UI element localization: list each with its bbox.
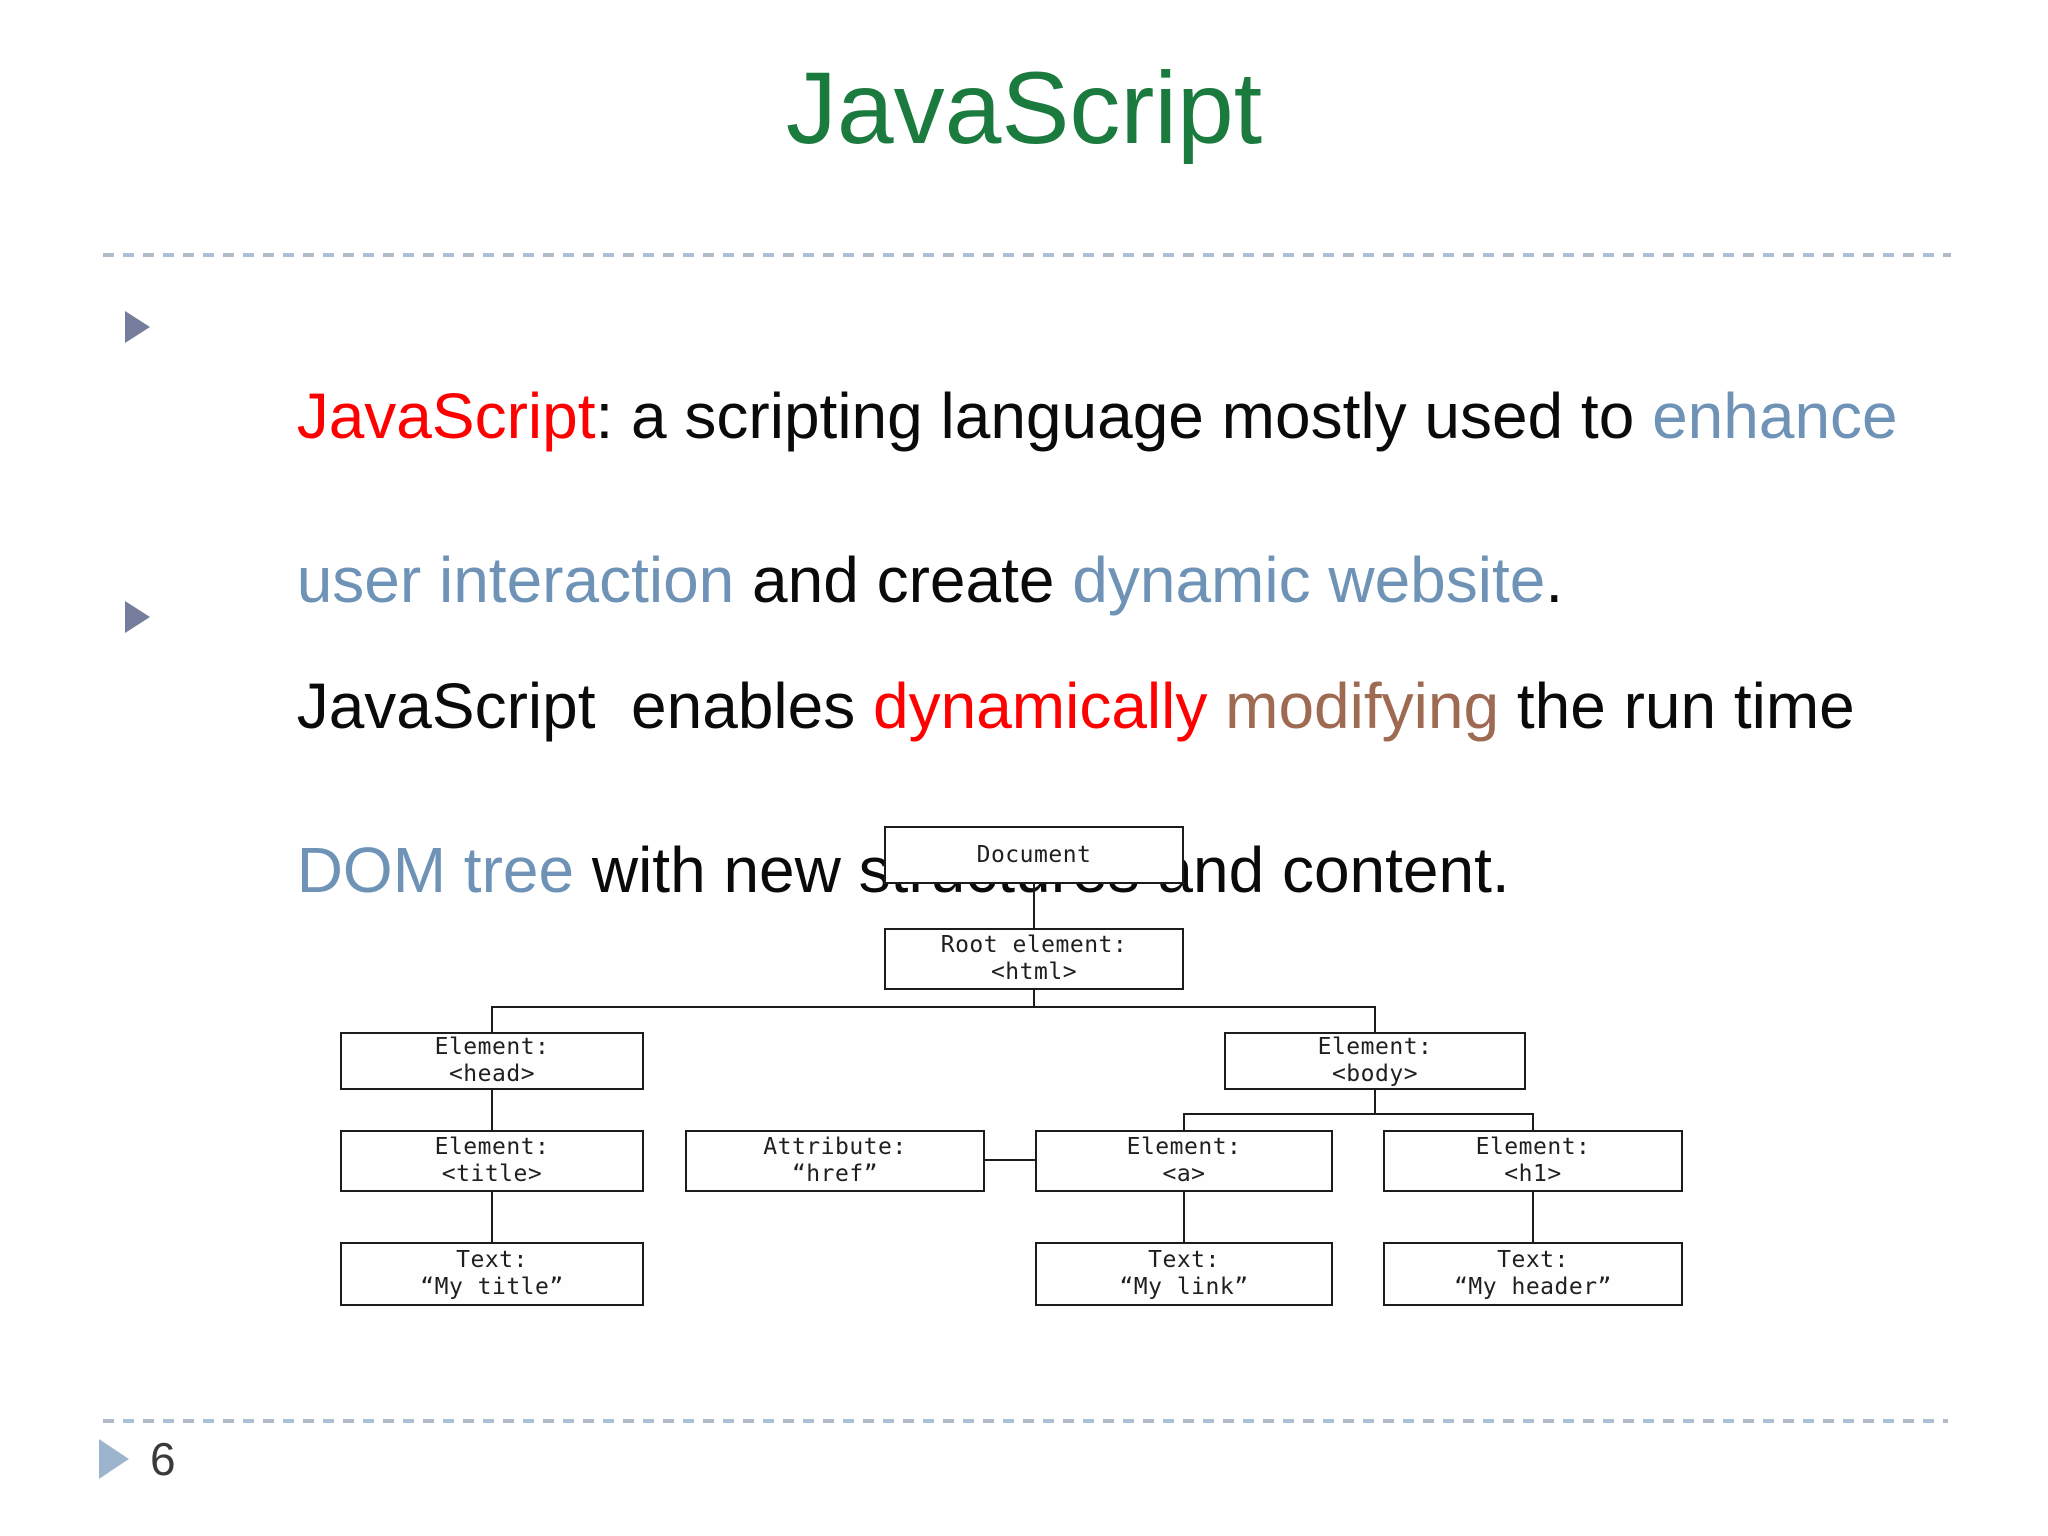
bottom-divider	[103, 1419, 1948, 1423]
node-label: Text:	[456, 1247, 528, 1273]
bullet-triangle-icon	[125, 311, 150, 343]
text-segment: user interaction	[296, 544, 735, 616]
bullet-triangle-icon	[125, 601, 150, 633]
node-label: Element:	[434, 1134, 550, 1160]
connector-line	[1374, 1006, 1376, 1032]
text-segment: and create	[734, 544, 1073, 616]
diagram-node-element-body: Element: <body>	[1224, 1032, 1526, 1090]
diagram-node-root-element: Root element: <html>	[884, 928, 1184, 990]
node-value: “href”	[791, 1161, 879, 1187]
node-label: Document	[976, 841, 1092, 868]
node-label: Text:	[1148, 1247, 1220, 1273]
node-value: <h1>	[1504, 1161, 1562, 1187]
connector-line	[1532, 1192, 1534, 1242]
node-label: Element:	[1126, 1134, 1242, 1160]
text-segment: dynamically	[873, 670, 1208, 742]
node-value: “My link”	[1119, 1274, 1249, 1300]
node-value: <html>	[990, 959, 1078, 985]
dom-tree-diagram: Document Root element: <html> Element: <…	[330, 818, 1730, 1318]
diagram-node-attribute-href: Attribute: “href”	[685, 1130, 985, 1192]
node-label: Root element:	[940, 932, 1128, 958]
diagram-node-element-head: Element: <head>	[340, 1032, 644, 1090]
diagram-node-text-my-header: Text: “My header”	[1383, 1242, 1683, 1306]
node-label: Element:	[1317, 1034, 1433, 1060]
node-label: Element:	[1475, 1134, 1591, 1160]
text-segment: enhance	[1652, 380, 1898, 452]
text-segment: the run time	[1499, 670, 1855, 742]
footer-triangle-icon	[99, 1439, 129, 1479]
node-label: Element:	[434, 1034, 550, 1060]
text-segment: JavaScript enables	[296, 670, 873, 742]
text-segment: dynamic website	[1072, 544, 1546, 616]
text-segment	[1207, 670, 1225, 742]
diagram-node-element-title: Element: <title>	[340, 1130, 644, 1192]
connector-line	[491, 1006, 493, 1032]
text-segment: .	[1545, 544, 1564, 616]
connector-line	[1183, 1192, 1185, 1242]
connector-line	[1374, 1090, 1376, 1113]
diagram-node-element-a: Element: <a>	[1035, 1130, 1333, 1192]
connector-line	[491, 1090, 493, 1130]
bullet-item-1: JavaScript: a scripting language mostly …	[125, 293, 1925, 703]
text-segment: JavaScript	[296, 380, 596, 452]
diagram-node-text-my-title: Text: “My title”	[340, 1242, 644, 1306]
connector-line	[492, 1006, 1375, 1008]
node-value: “My header”	[1454, 1274, 1612, 1300]
text-segment: : a scripting language mostly used to	[595, 380, 1653, 452]
node-label: Attribute:	[763, 1134, 907, 1160]
connector-line	[1184, 1113, 1533, 1115]
connector-line	[1033, 884, 1035, 928]
connector-line	[1183, 1113, 1185, 1130]
node-value: <body>	[1331, 1061, 1419, 1087]
bullet-text: JavaScript: a scripting language mostly …	[190, 293, 1925, 703]
diagram-node-text-my-link: Text: “My link”	[1035, 1242, 1333, 1306]
top-divider	[103, 253, 1951, 257]
node-value: <head>	[448, 1061, 536, 1087]
connector-line	[491, 1192, 493, 1242]
connector-line	[1532, 1113, 1534, 1130]
text-segment: modifying	[1225, 670, 1500, 742]
diagram-node-element-h1: Element: <h1>	[1383, 1130, 1683, 1192]
diagram-node-document: Document	[884, 826, 1184, 884]
page-number: 6	[150, 1433, 176, 1485]
connector-line	[985, 1159, 1035, 1161]
connector-line	[1033, 990, 1035, 1006]
node-value: “My title”	[420, 1274, 564, 1300]
node-value: <a>	[1162, 1161, 1206, 1187]
text-segment: DOM tree	[296, 834, 575, 906]
page-title: JavaScript	[785, 51, 1263, 165]
node-label: Text:	[1497, 1247, 1569, 1273]
node-value: <title>	[441, 1161, 543, 1187]
